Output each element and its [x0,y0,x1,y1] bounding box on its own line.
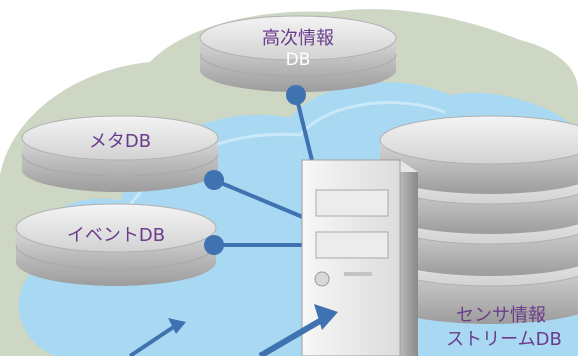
dot-event-db [204,235,224,255]
sensor-stream-db-label-line2: ストリームDB [446,329,562,350]
server-tower-icon [301,159,418,356]
event-db-disk [15,203,217,286]
arrows [128,304,338,356]
high-order-db-label-line2: DB [285,50,311,70]
dot-meta-db [204,170,224,190]
dot-high-order-db [286,85,306,105]
sensor-stream-db-label-line1: センサ情報 [456,305,546,326]
connector-dots [204,85,306,255]
high-order-db-disk [199,15,397,92]
arrow-head-bottom-left [168,318,186,334]
meta-db-disk [21,115,219,192]
arrow-head [314,304,338,330]
meta-db-label: メタDB [88,131,152,152]
event-db-label: イベントDB [66,225,166,246]
arrow-bottom-left [128,324,177,356]
arrow-into-server [258,315,327,356]
connector-meta-db [213,178,306,220]
high-order-db-label-line1: 高次情報 [262,28,334,49]
sensor-stream-db-stack [379,115,578,324]
